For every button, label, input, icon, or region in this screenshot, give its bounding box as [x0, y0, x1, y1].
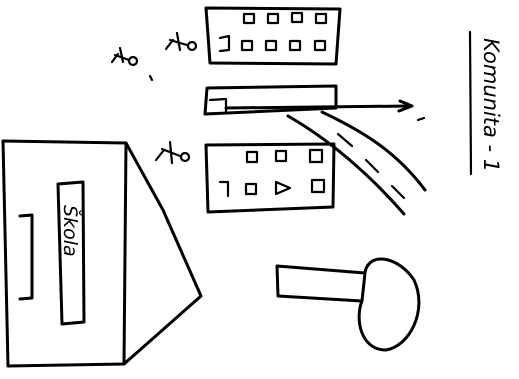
- sketch-title: Komunita - 1: [479, 38, 503, 172]
- school-building: Škola: [3, 141, 201, 366]
- stray-mark: [150, 76, 152, 80]
- sketch-title-group: Komunita - 1: [470, 32, 503, 174]
- road-arrow: [226, 101, 425, 214]
- person-figure-left: [112, 48, 137, 65]
- tree-playground: [277, 259, 419, 350]
- person-figure-middle: [166, 33, 196, 50]
- person-figure-lower: [156, 142, 189, 163]
- apartment-block-bottom: [206, 144, 334, 212]
- middle-slab: [205, 86, 336, 114]
- apartment-block-top: [206, 8, 340, 64]
- school-label: Škola: [59, 205, 83, 257]
